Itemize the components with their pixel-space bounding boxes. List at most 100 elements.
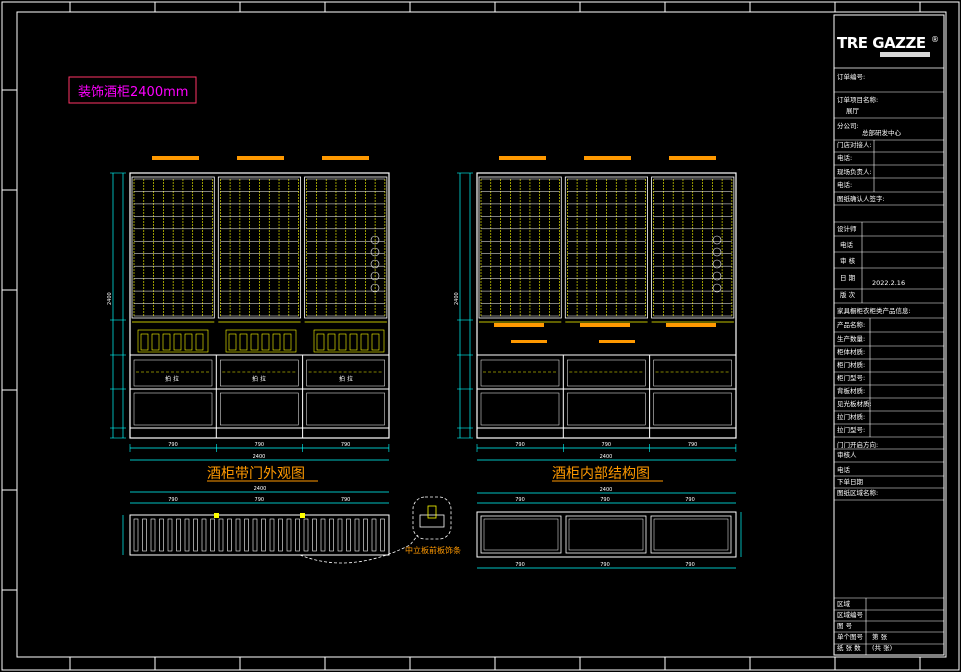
- plan-bar: [150, 518, 156, 552]
- title-block-rows: [834, 91, 944, 655]
- cabinet-column: [304, 176, 388, 319]
- drawer: [653, 392, 732, 426]
- annotation-box: [68, 76, 197, 104]
- plan-marker: [300, 513, 305, 518]
- plan-bar: [210, 518, 215, 552]
- front-wine-grid: [131, 176, 388, 323]
- plan-bar: [380, 518, 385, 552]
- bottle: [140, 333, 149, 351]
- tb-phone4: 电话: [837, 465, 851, 474]
- dim-label: 2400: [254, 486, 267, 492]
- front-bottles: [137, 329, 385, 353]
- door-label: 拍 拉: [252, 375, 266, 383]
- bottle-end: [370, 271, 380, 281]
- plan-bar: [295, 518, 300, 552]
- plan-bar: [303, 518, 309, 552]
- dim-label: 2400: [600, 487, 613, 493]
- dim-label: 2400: [253, 454, 266, 460]
- tb-branch-value: 总部研发中心: [862, 128, 902, 137]
- bottle-end: [370, 259, 380, 269]
- plan-bar: [184, 518, 190, 552]
- tb-sheet-no: 单个图号: [837, 632, 864, 641]
- dim-label: 790: [168, 497, 178, 503]
- plan-marker: [214, 513, 219, 518]
- dim-label: 790: [341, 442, 351, 448]
- bottle: [239, 333, 248, 351]
- plan-bar: [346, 518, 351, 552]
- front-cabinet-outline: [129, 172, 390, 439]
- bottle-end: [712, 271, 722, 281]
- dim-label: 790: [685, 497, 695, 503]
- plan-bar: [371, 518, 377, 552]
- plan-box: [565, 515, 647, 554]
- tb-pull-material: 拉门材质:: [837, 412, 865, 421]
- bottle: [360, 333, 369, 351]
- plan-bar: [133, 518, 139, 552]
- dim-label: 790: [255, 497, 265, 503]
- tb-order-no: 订单编号:: [837, 72, 865, 81]
- border-ticks: [2, 2, 921, 670]
- tb-back-material: 背板材质:: [837, 386, 865, 395]
- bottle-end: [370, 283, 380, 293]
- plan-bar: [227, 518, 232, 552]
- bottle: [195, 333, 204, 351]
- shelf-light: [580, 323, 630, 327]
- plan-bar: [201, 518, 207, 552]
- drawer: [480, 359, 560, 387]
- bottle: [338, 333, 347, 351]
- bottle-end: [370, 235, 380, 245]
- shelf-light: [494, 323, 544, 327]
- plan-bar: [244, 518, 249, 552]
- shelf-light: [511, 340, 547, 343]
- brand-logo-mark: ®: [931, 35, 939, 44]
- plan-bar: [329, 518, 334, 552]
- dim-label: 790: [168, 442, 178, 448]
- tb-quantity: 生产数量:: [837, 334, 865, 343]
- plan-bar: [167, 518, 173, 552]
- dim-label: 790: [341, 497, 351, 503]
- inner-lower-section: [477, 354, 736, 438]
- cabinet-column: [478, 176, 562, 319]
- drawer: [220, 392, 299, 426]
- drawer: [480, 392, 560, 426]
- drawer: [567, 392, 646, 426]
- drawer: [220, 359, 299, 387]
- bottle: [327, 333, 336, 351]
- tb-drawing-name: 图纸区域名称:: [837, 488, 878, 497]
- cabinet-column: [564, 176, 648, 319]
- bottle-end: [712, 259, 722, 269]
- tb-project-name: 订单项目名称:: [837, 95, 878, 104]
- tb-total-of: (共 张): [872, 643, 892, 652]
- bottle-end: [712, 283, 722, 293]
- tb-auditor: 审核人: [837, 450, 857, 459]
- dim-label: 790: [515, 442, 525, 448]
- tb-handle-material: 见光板材质:: [837, 399, 872, 408]
- dim-label: 790: [515, 497, 525, 503]
- tb-confirm-sign: 图纸确认人签字:: [837, 194, 885, 203]
- inner-top-lights: [494, 156, 716, 343]
- tb-branch: 分公司:: [837, 121, 859, 130]
- annotation-text: 装饰酒柜2400mm: [78, 85, 188, 100]
- plan-bar: [142, 518, 147, 552]
- cabinet-column: [651, 176, 735, 319]
- tb-area-no: 区域编号: [837, 610, 864, 619]
- plan-bar: [261, 518, 266, 552]
- tb-door-model: 柜门型号:: [837, 373, 865, 382]
- dim-label: 790: [255, 442, 265, 448]
- detail-callout: 中立板前板饰条: [299, 496, 461, 564]
- inner-border: [16, 11, 947, 658]
- inner-plan-outline: [476, 511, 737, 558]
- plan-bar: [354, 518, 360, 552]
- plan-bar: [312, 518, 317, 552]
- bottle-group: [313, 329, 385, 353]
- inner-plan-boxes: [480, 515, 732, 554]
- front-plan-bars: [133, 513, 385, 552]
- bottle: [162, 333, 171, 351]
- front-plan-dimensions: 2400 790 790 790: [122, 486, 389, 555]
- front-plan-outline: [129, 514, 390, 556]
- drawer: [653, 359, 732, 387]
- cabinet-column: [217, 176, 302, 319]
